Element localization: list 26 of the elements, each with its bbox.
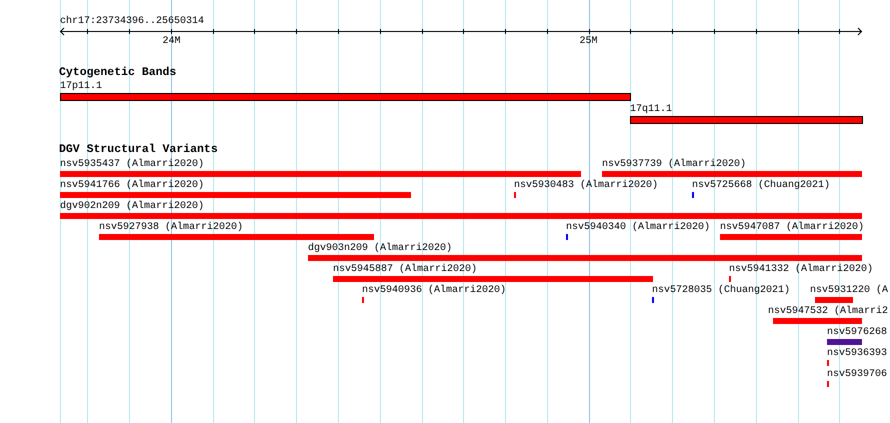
variant-label: nsv5937739 (Almarri2020)	[602, 159, 746, 170]
band-label: 17q11.1	[630, 104, 672, 115]
variant-label: nsv5940936 (Almarri2020)	[362, 285, 506, 296]
variant-label: nsv5725668 (Chuang2021)	[692, 180, 830, 191]
band-label: 17p11.1	[60, 81, 102, 92]
variant-label: nsv5931220 (A	[810, 285, 888, 296]
variant-label: nsv5941766 (Almarri2020)	[60, 180, 204, 191]
variant-label: nsv5728035 (Chuang2021)	[652, 285, 790, 296]
tick-label: 25M	[579, 36, 598, 47]
track-title: Cytogenetic Bands	[59, 67, 176, 79]
variant-label: nsv5940340 (Almarri2020)	[566, 222, 710, 233]
variant-label: dgv902n209 (Almarri2020)	[60, 201, 204, 212]
track-title: DGV Structural Variants	[59, 144, 218, 156]
variant-label: nsv5947087 (Almarri2020)	[720, 222, 864, 233]
tick-label: 24M	[162, 36, 180, 47]
coordinate-label: chr17:23734396..25650314	[60, 16, 204, 27]
variant-label: dgv903n209 (Almarri2020)	[308, 243, 452, 254]
variant-label: nsv5930483 (Almarri2020)	[514, 180, 658, 191]
variant-label: nsv5941332 (Almarri2020)	[729, 264, 874, 275]
variant-label: nsv5945887 (Almarri2020)	[333, 264, 478, 275]
variant-label: nsv5935437 (Almarri2020)	[60, 159, 204, 170]
variant-label: nsv5936393	[827, 348, 888, 359]
variant-label: nsv5939706	[827, 369, 888, 380]
variant-label: nsv5976268	[827, 327, 888, 338]
variant-label: nsv5927938 (Almarri2020)	[99, 222, 244, 233]
variant-label: nsv5947532 (Almarri2	[768, 306, 888, 317]
